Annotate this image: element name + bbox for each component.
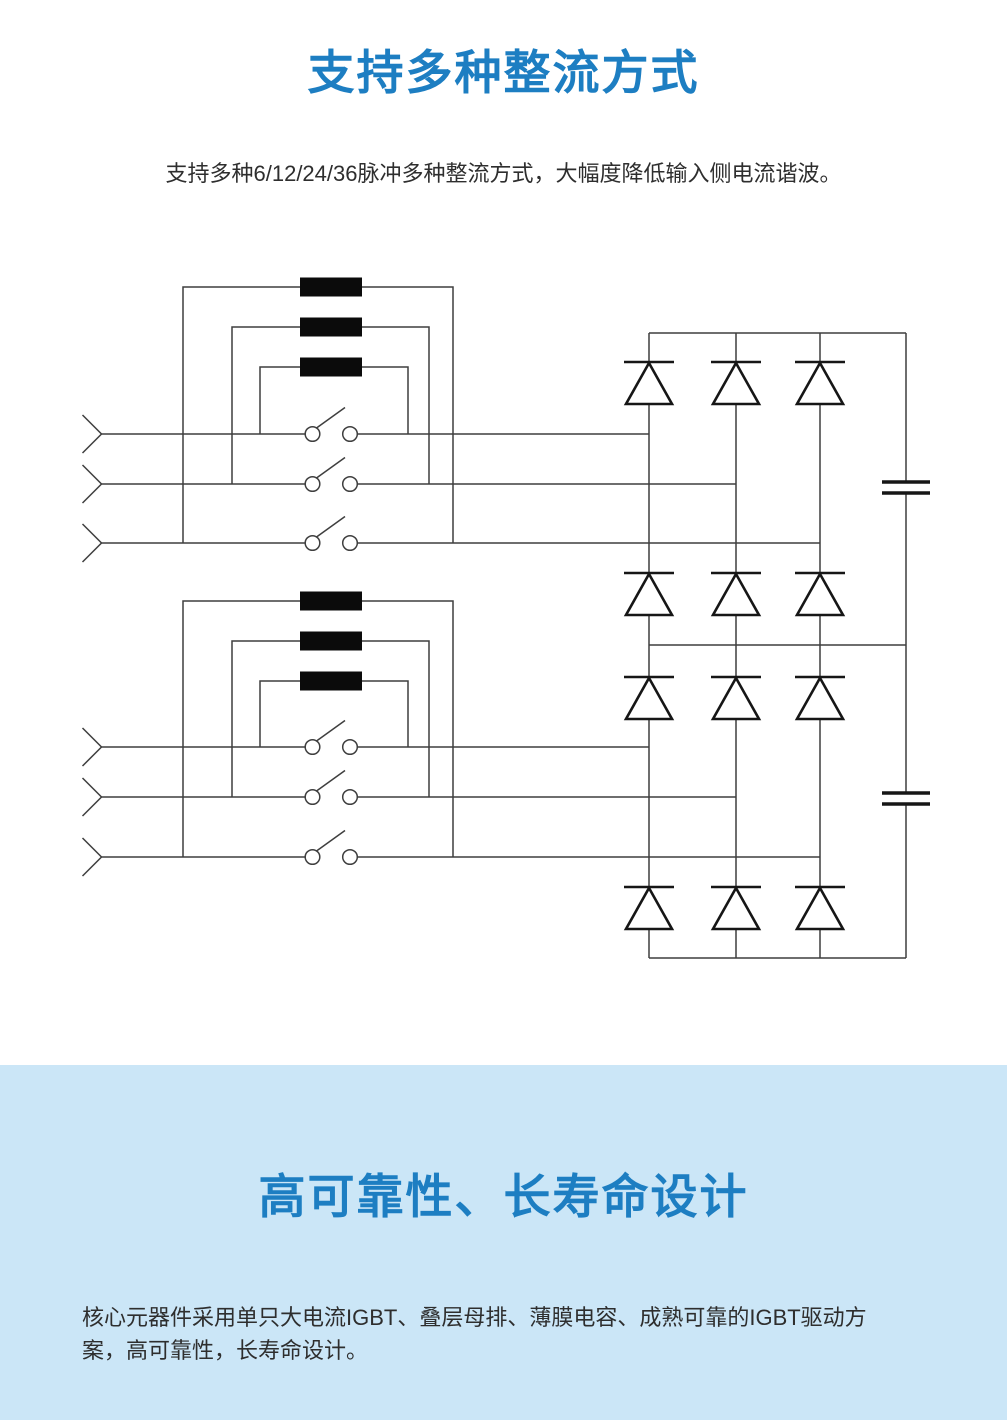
section-reliability: 高可靠性、长寿命设计 核心元器件采用单只大电流IGBT、叠层母排、薄膜电容、成熟… <box>0 1065 1007 1420</box>
reactor-symbol <box>300 357 362 377</box>
switch-symbol <box>304 406 359 443</box>
switch-symbol <box>304 829 359 866</box>
page-subtitle: 支持多种6/12/24/36脉冲多种整流方式，大幅度降低输入侧电流谐波。 <box>165 161 842 186</box>
reliability-description: 核心元器件采用单只大电流IGBT、叠层母排、薄膜电容、成熟可靠的IGBT驱动方 … <box>82 1305 867 1363</box>
reactor-symbol <box>300 631 362 651</box>
diode-symbol <box>709 885 763 931</box>
phase-input-arrow <box>81 464 103 504</box>
diode-symbol <box>622 675 676 721</box>
reactor-symbol <box>300 591 362 611</box>
diode-symbol <box>793 360 847 406</box>
page-title: 支持多种整流方式 <box>307 46 700 99</box>
reactor-symbol <box>300 277 362 297</box>
switch-symbol <box>304 515 359 552</box>
phase-input-arrow <box>81 523 103 563</box>
diode-symbol <box>709 360 763 406</box>
reliability-title: 高可靠性、长寿命设计 <box>258 1170 749 1223</box>
diode-symbol <box>709 571 763 617</box>
phase-input-arrows <box>81 414 103 877</box>
switch-symbol <box>304 719 359 756</box>
phase-input-arrow <box>81 727 103 767</box>
phase-input-arrow <box>81 414 103 454</box>
diode-symbol <box>709 675 763 721</box>
rectifier-circuit-diagram <box>81 277 932 959</box>
diode-symbol <box>793 675 847 721</box>
diode-symbol <box>793 885 847 931</box>
reactor-symbol <box>300 317 362 337</box>
diode-symbol <box>622 360 676 406</box>
reactor-symbol <box>300 671 362 691</box>
switch-symbol <box>304 769 359 806</box>
phase-input-arrow <box>81 837 103 877</box>
capacitor-symbol <box>880 480 932 495</box>
diode-symbol <box>622 885 676 931</box>
diode-symbol <box>793 571 847 617</box>
circuit-wiring <box>101 286 907 959</box>
capacitor-symbol <box>880 791 932 806</box>
phase-input-arrow <box>81 777 103 817</box>
switch-symbol <box>304 456 359 493</box>
diode-symbol <box>622 571 676 617</box>
